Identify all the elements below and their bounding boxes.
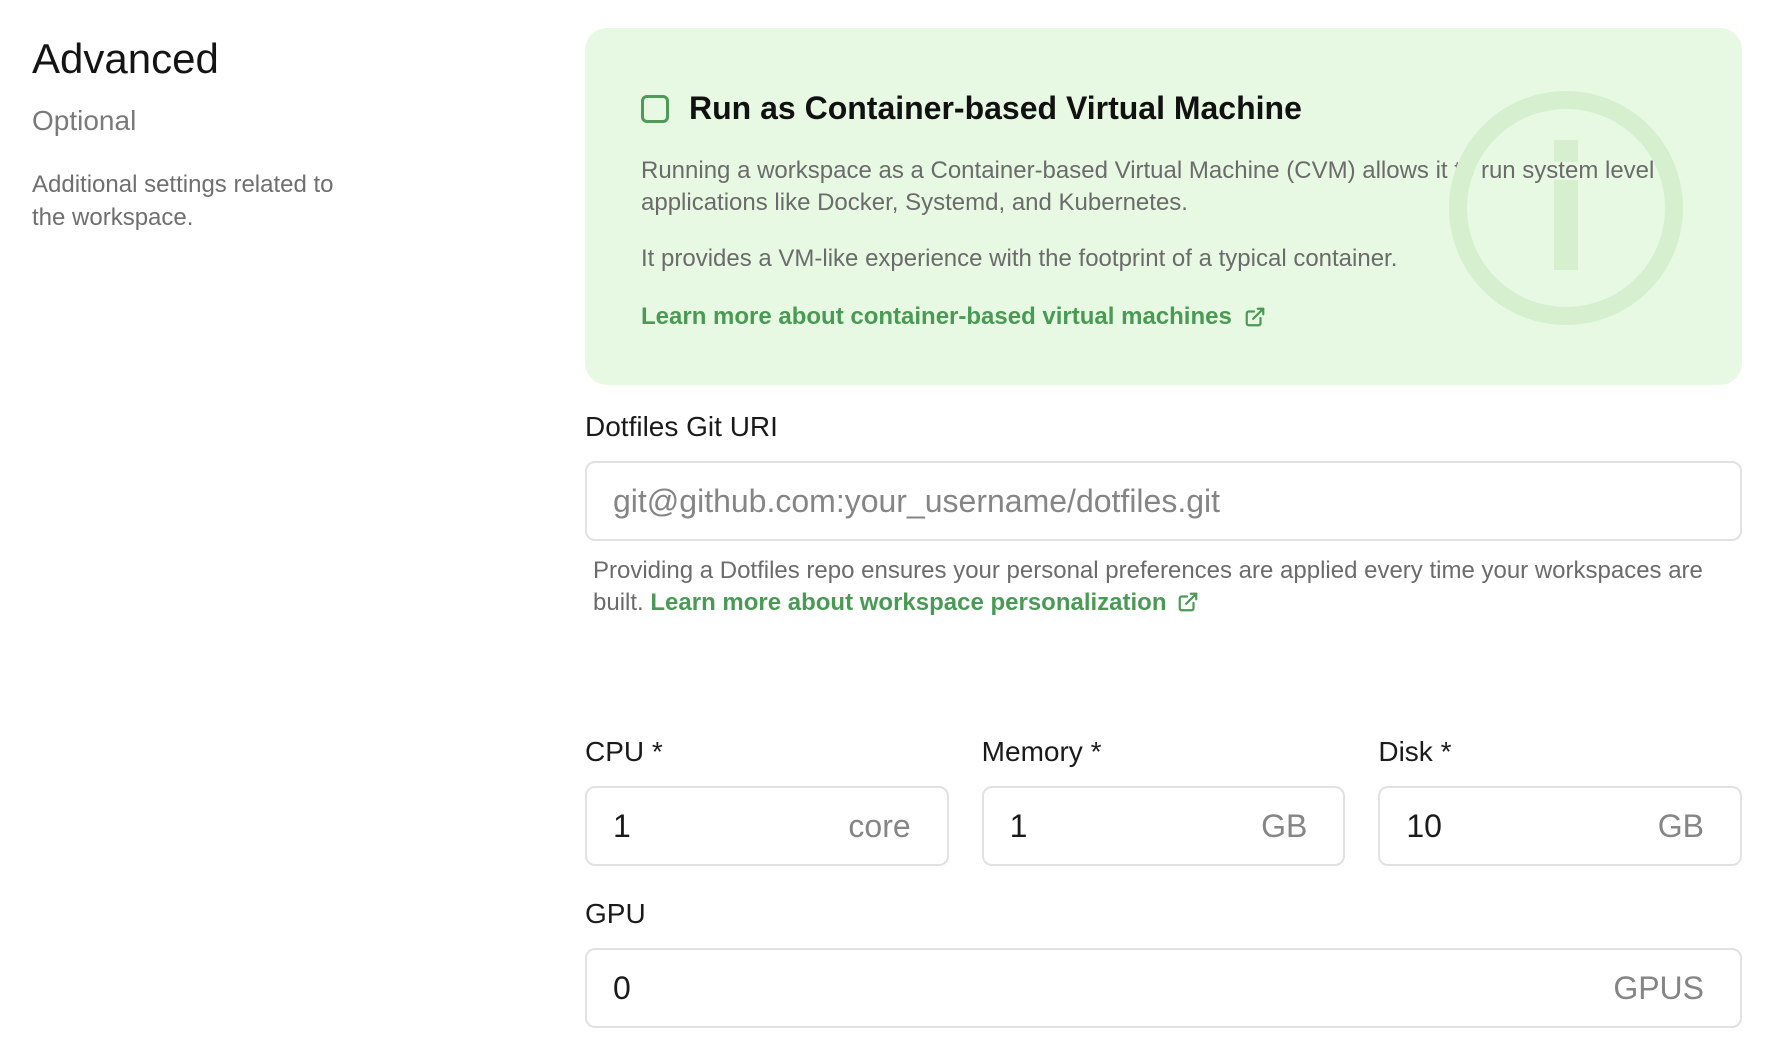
cpu-input[interactable]: 1 core [585,786,949,866]
gpu-value: 0 [613,969,631,1006]
personalization-link-label: Learn more about workspace personalizati… [650,589,1167,616]
dotfiles-helper-text: Providing a Dotfiles repo ensures your p… [585,555,1742,619]
external-link-icon [1178,592,1197,612]
cvm-learn-more-link[interactable]: Learn more about container-based virtual… [641,303,1266,331]
gpu-label: GPU [585,898,646,929]
dotfiles-field: Dotfiles Git URI git@github.com:your_use… [585,410,1742,619]
advanced-section-header: Advanced Optional Additional settings re… [32,34,372,234]
info-icon [1449,91,1683,325]
gpu-unit: GPUS [1613,969,1704,1006]
external-link-icon [1245,307,1265,327]
cpu-label: CPU * [585,736,663,767]
section-description: Additional settings related to the works… [32,171,334,231]
memory-input[interactable]: 1 GB [981,786,1346,866]
advanced-settings-form: Run as Container-based Virtual Machine R… [585,28,1743,1028]
cvm-learn-more-label: Learn more about container-based virtual… [641,303,1232,330]
personalization-learn-more-link[interactable]: Learn more about workspace personalizati… [650,589,1198,616]
gpu-field: GPU 0 GPUS [585,897,1742,1028]
disk-label: Disk * [1378,736,1452,767]
memory-unit: GB [1261,807,1308,844]
cpu-field: CPU * 1 core [585,735,949,866]
cvm-info-card: Run as Container-based Virtual Machine R… [585,28,1742,385]
cvm-checkbox[interactable] [641,94,669,123]
cvm-footprint-text: It provides a VM-like experience with th… [641,245,1398,272]
dotfiles-input[interactable]: git@github.com:your_username/dotfiles.gi… [585,461,1742,541]
cvm-description: Running a workspace as a Container-based… [641,157,1655,216]
section-title: Advanced [32,35,219,82]
dotfiles-helper-body: Providing a Dotfiles repo ensures your p… [593,557,1703,616]
memory-label: Memory * [981,736,1102,767]
cvm-title: Run as Container-based Virtual Machine [689,90,1302,126]
disk-field: Disk * 10 GB [1378,735,1743,866]
disk-unit: GB [1657,807,1705,844]
cvm-checkbox-row[interactable]: Run as Container-based Virtual Machine [641,90,1686,127]
memory-value: 1 [1009,807,1028,844]
gpu-input[interactable]: 0 GPUS [585,948,1742,1028]
dotfiles-label: Dotfiles Git URI [585,411,778,442]
section-subtitle: Optional [32,105,137,136]
cpu-value: 1 [613,807,631,844]
resources-row: CPU * 1 core Memory * 1 GB Disk * 10 GB [585,735,1743,866]
dotfiles-placeholder: git@github.com:your_username/dotfiles.gi… [613,482,1221,519]
disk-value: 10 [1406,807,1442,844]
disk-input[interactable]: 10 GB [1378,786,1743,866]
memory-field: Memory * 1 GB [981,735,1346,866]
cpu-unit: core [848,807,911,844]
